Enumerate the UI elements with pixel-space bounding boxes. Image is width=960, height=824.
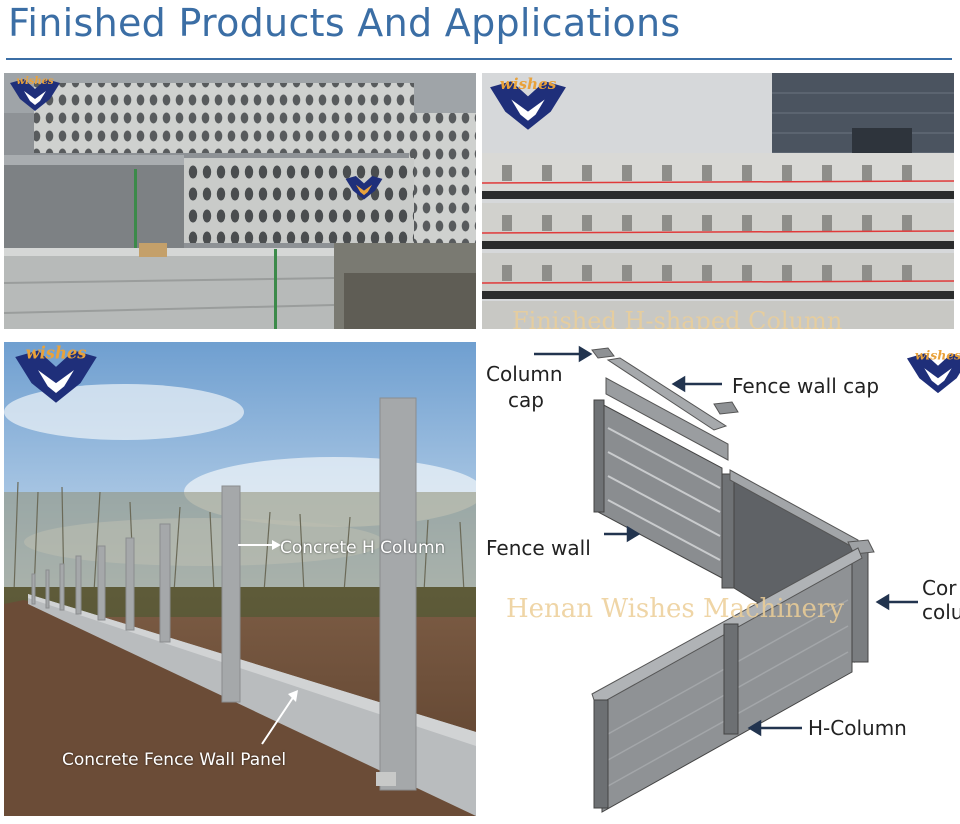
title-divider [6, 58, 952, 60]
photo-fence-installation: Concrete H Column Concrete Fence Wall Pa… [4, 342, 476, 816]
fence-assembly-diagram: Column cap Fence wall cap Fence wall Cor… [482, 342, 960, 816]
label-concrete-fence-wall-panel: Concrete Fence Wall Panel [62, 750, 287, 770]
overlay-caption: Finished H-shaped Column [512, 307, 842, 329]
photo-hollow-wall-panels: wishes [4, 73, 476, 329]
label-h-column: H-Column [808, 716, 907, 740]
wishes-logo-icon [345, 175, 383, 200]
diagram-watermark: Henan Wishes Machinery [506, 594, 844, 624]
label-fence-wall: Fence wall [486, 536, 591, 560]
logo-text: wishes [26, 344, 87, 363]
label-concrete-h-column: Concrete H Column [280, 538, 446, 558]
label-corner-column-line2: colu [922, 600, 960, 624]
label-corner-column-line1: Cor [922, 576, 957, 600]
label-column-cap-line2: cap [508, 388, 544, 412]
wishes-logo-icon: wishes [10, 76, 60, 111]
logo-text: wishes [500, 75, 557, 93]
page-title: Finished Products And Applications [8, 1, 681, 45]
label-column-cap-line1: Column [486, 362, 563, 386]
logo-text: wishes [16, 76, 54, 87]
wishes-logo-icon: wishes [15, 344, 97, 403]
photo-finished-h-columns: Finished H-shaped Column wishes [482, 73, 954, 329]
arrow-right-icon [238, 540, 281, 550]
label-fence-wall-cap: Fence wall cap [732, 374, 880, 398]
wishes-logo-icon: wishes [906, 348, 960, 394]
logo-text: wishes [915, 348, 960, 363]
arrow-up-right-icon [261, 690, 298, 745]
wishes-logo-icon: wishes [490, 75, 566, 130]
